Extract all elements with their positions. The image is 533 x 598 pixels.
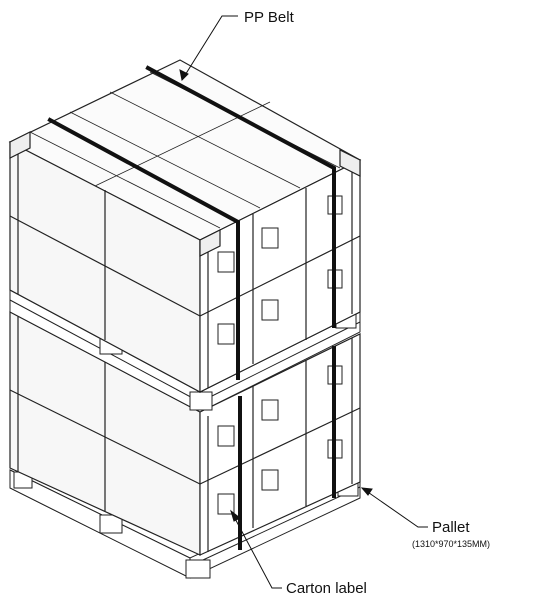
belt-upper-2 — [145, 65, 336, 328]
lower-pallet — [9, 469, 361, 579]
belt-upper-1 — [47, 117, 240, 380]
leader-lines — [179, 15, 428, 589]
carton-label-callout: Carton label — [286, 580, 367, 597]
pp-belt-label: PP Belt — [244, 9, 295, 26]
pp-belts — [47, 65, 336, 550]
pallet-dimensions: (1310*970*135MM) — [412, 539, 490, 549]
pallet-label: Pallet — [432, 519, 470, 536]
carton-labels — [217, 195, 343, 515]
